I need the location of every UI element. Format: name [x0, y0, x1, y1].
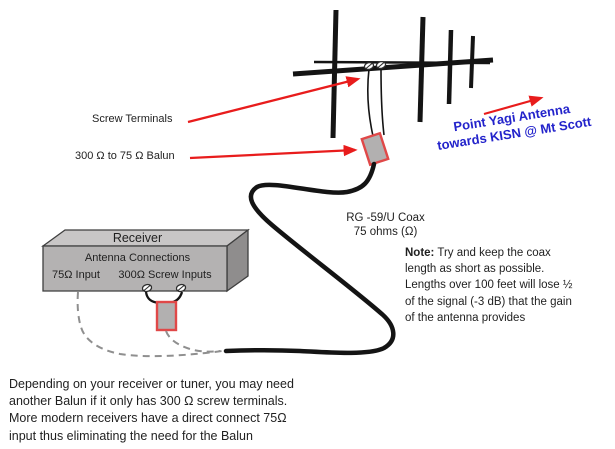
receiver-front-face [42, 245, 228, 292]
note-line1: Note: Try and keep the coax [405, 245, 615, 261]
screw-terminals-label: Screw Terminals [92, 113, 173, 125]
receiver-subtitle: Antenna Connections [84, 252, 191, 264]
antenna-element-2 [417, 16, 426, 123]
receiver-balun [155, 300, 178, 332]
footer-paragraph: Depending on your receiver or tuner, you… [9, 376, 349, 445]
antenna-boom [292, 57, 494, 77]
antenna-reflector-element [330, 9, 339, 139]
footer-line3: More modern receivers have a direct conn… [9, 411, 287, 426]
dashed-connection-75ohm [76, 291, 223, 358]
footer-line4: input thus eliminating the need for the … [9, 428, 253, 443]
coax-label-line1: RG -59/U Coax [346, 212, 425, 224]
coax-note: Note: Try and keep the coax length as sh… [405, 245, 615, 326]
note-line5: of the antenna provides [405, 311, 526, 324]
receiver-screw-terminal-icon [175, 283, 187, 293]
receiver-title: Receiver [112, 231, 163, 245]
balun-label: 300 Ω to 75 Ω Balun [75, 150, 175, 162]
note-line3: Lengths over 100 feet will lose ½ [405, 279, 573, 292]
receiver-75ohm-input-label: 75Ω Input [52, 269, 100, 281]
antenna-screw-terminal-icon [375, 60, 387, 70]
balun-arrow-icon [189, 144, 358, 160]
yagi-antenna-icon [292, 9, 494, 139]
antenna-lead-wire-right [380, 67, 385, 136]
screw-terminals-arrow-icon [187, 76, 361, 124]
antenna-element-4 [469, 35, 475, 89]
receiver-screw-terminal-icon [141, 283, 153, 293]
coax-label-line2: 75 ohms (Ω) [353, 226, 418, 238]
coax-label: RG -59/U Coax 75 ohms (Ω) [323, 211, 448, 239]
dashed-connection-balun [165, 330, 221, 353]
receiver-300ohm-input-label: 300Ω Screw Inputs [118, 269, 212, 281]
note-line2: length as short as possible. [405, 263, 545, 276]
note-label: Note: [405, 247, 435, 259]
receiver-box [41, 228, 250, 293]
antenna-screw-terminal-icon [363, 61, 375, 71]
footer-line2: another Balun if it only has 300 Ω screw… [9, 394, 288, 409]
antenna-element-3 [446, 29, 454, 105]
point-antenna-arrow-icon [483, 95, 544, 116]
antenna-balun [360, 131, 390, 167]
footer-line1: Depending on your receiver or tuner, you… [9, 377, 294, 391]
coax-cable [223, 161, 396, 356]
note-line4: of the signal (-3 dB) that the gain [405, 295, 572, 308]
note-line1-text: Try and keep the coax [434, 247, 551, 259]
antenna-lead-wire-left [367, 68, 374, 137]
